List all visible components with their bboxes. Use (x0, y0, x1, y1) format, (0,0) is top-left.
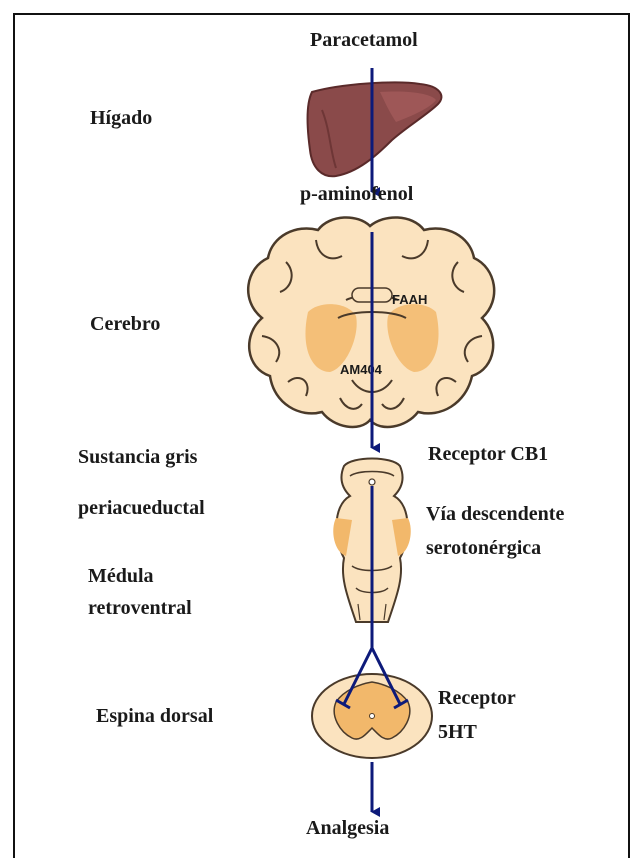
brain-label: Cerebro (90, 314, 160, 334)
liver-illustration (308, 82, 442, 176)
cb1-receptor-label: Receptor CB1 (428, 444, 548, 464)
paracetamol-label: Paracetamol (310, 30, 418, 50)
pag-label-line1: Sustancia gris (78, 447, 197, 467)
spine-label: Espina dorsal (96, 706, 213, 726)
pathway-label-line2: serotonérgica (426, 538, 541, 558)
faah-tag: FAAH (392, 292, 427, 307)
am404-tag: AM404 (340, 362, 383, 377)
p-aminofenol-label: p-aminofenol (300, 184, 413, 204)
analgesia-label: Analgesia (306, 818, 389, 838)
medulla-label-line2: retroventral (88, 598, 192, 618)
pag-label-line2: periacueductal (78, 498, 205, 518)
pathway-label-line1: Vía descendente (426, 504, 564, 524)
5ht-receptor-label-line2: 5HT (438, 722, 477, 742)
spinal-cord-illustration (312, 674, 432, 758)
liver-label: Hígado (90, 108, 152, 128)
5ht-receptor-label-line1: Receptor (438, 688, 516, 708)
medulla-label-line1: Médula (88, 566, 154, 586)
